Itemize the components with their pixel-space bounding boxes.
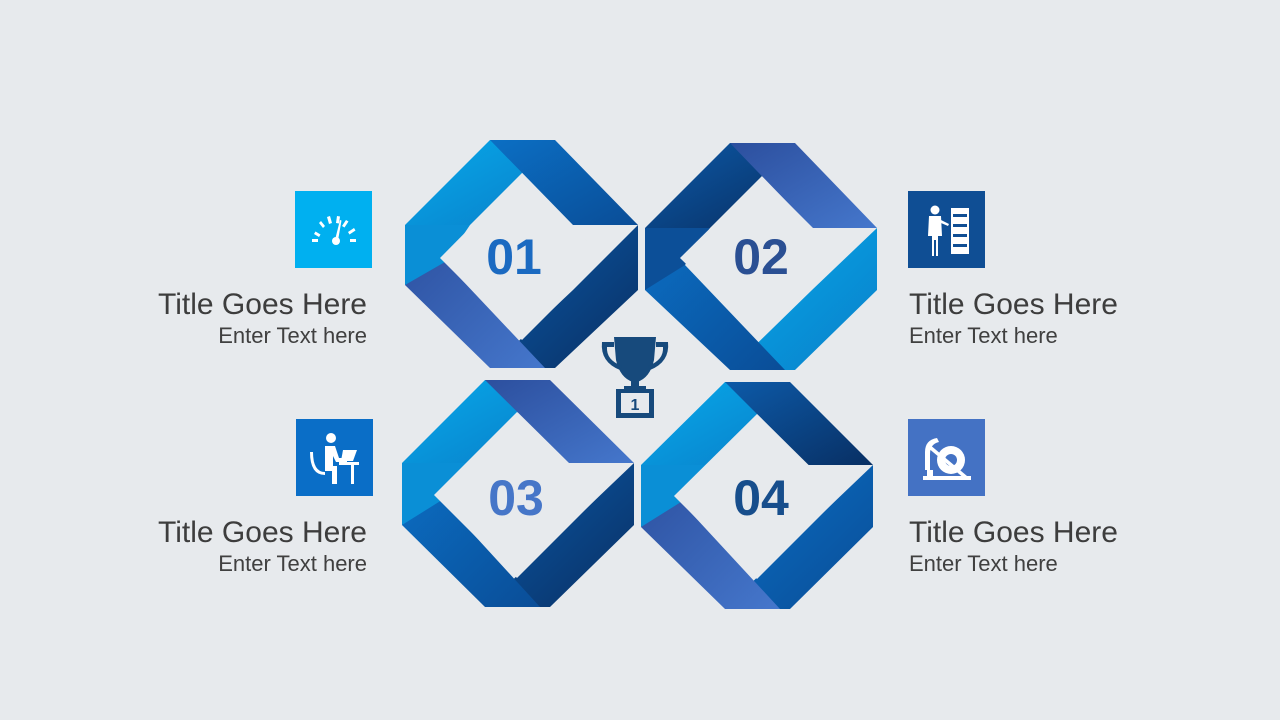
ribbon-02-left-edge (645, 228, 710, 290)
ribbon-01-center (440, 175, 604, 340)
text-block-02: Title Goes Here Enter Text here (909, 288, 1239, 350)
icon-box-04 (908, 419, 985, 496)
presenter-board-icon (927, 205, 969, 256)
step-number-03: 03 (488, 470, 544, 526)
text-block-03: Title Goes Here Enter Text here (37, 516, 367, 578)
step-title-03: Title Goes Here (158, 516, 367, 549)
person-at-laptop-icon (309, 432, 359, 484)
ribbon-shape-01 (405, 140, 638, 368)
ribbon-02-center (680, 177, 843, 338)
saw-tool-icon (922, 437, 971, 480)
ribbon-03-center (434, 412, 600, 578)
ribbon-04-top-right (725, 382, 873, 465)
ribbon-03-top-right (485, 380, 634, 463)
step-text-02: Enter Text here (909, 323, 1058, 348)
step-number-02: 02 (733, 229, 789, 285)
ribbon-02-bottom-right (730, 228, 877, 370)
step-text-01: Enter Text here (218, 323, 367, 348)
trophy-icon: 1 (601, 337, 669, 418)
speedometer-icon (311, 215, 356, 245)
ribbon-01-bottom-right (490, 225, 638, 368)
ribbon-shape-02 (645, 143, 877, 370)
icon-box-01 (295, 191, 372, 268)
ribbon-01-left-edge (405, 225, 470, 285)
icon-box-03 (296, 419, 373, 496)
icon-box-02 (908, 191, 985, 268)
step-text-03: Enter Text here (218, 551, 367, 576)
trophy-label: 1 (631, 397, 640, 414)
text-block-04: Title Goes Here Enter Text here (909, 516, 1239, 578)
ribbon-04-center (674, 414, 840, 579)
ribbon-shape-04 (641, 382, 873, 609)
text-block-01: Title Goes Here Enter Text here (37, 288, 367, 350)
ribbon-shape-03 (402, 380, 634, 607)
ribbon-01-top-right (490, 140, 638, 225)
ribbon-02-top-right (730, 143, 877, 228)
step-title-04: Title Goes Here (909, 516, 1118, 549)
step-title-02: Title Goes Here (909, 288, 1118, 321)
step-text-04: Enter Text here (909, 551, 1058, 576)
step-number-01: 01 (486, 229, 542, 285)
step-title-01: Title Goes Here (158, 288, 367, 321)
step-number-04: 04 (733, 470, 789, 526)
